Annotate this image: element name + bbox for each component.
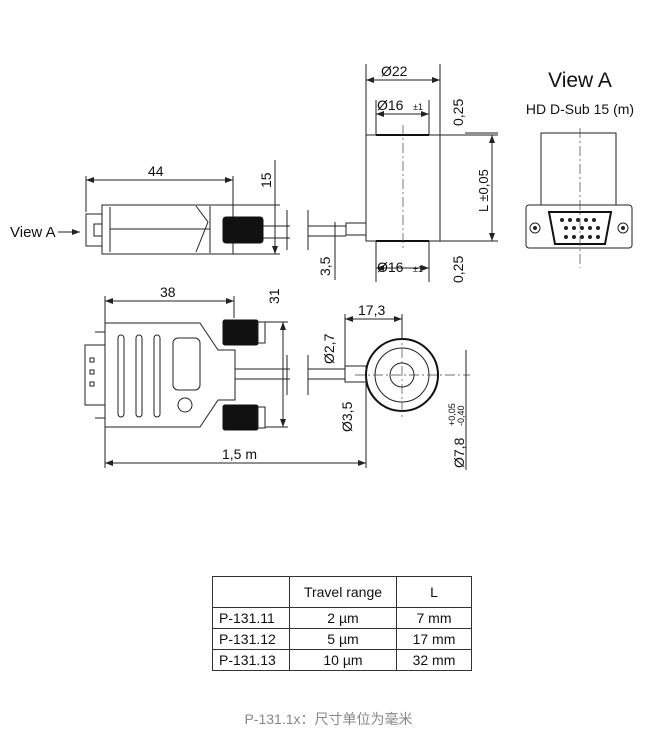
dim-cable-length: 1,5 m	[222, 446, 257, 462]
dim-3-5: 3,5	[317, 256, 333, 276]
dim-end-top: Ø16	[377, 97, 404, 113]
dsub-shell	[547, 211, 613, 245]
table-header: Travel range	[289, 576, 397, 608]
dsub-flange	[525, 204, 633, 249]
dim-gap-top: 0,25	[450, 99, 466, 126]
dim-end-bottom: Ø16	[377, 259, 404, 275]
table-cell: P-131.11	[212, 607, 290, 629]
dim-end-bottom-tol: ±1	[413, 264, 423, 274]
view-a-subtitle: HD D-Sub 15 (m)	[526, 101, 634, 117]
dim-44: 44	[148, 163, 164, 179]
dim-tube-dia: Ø3,5	[339, 401, 355, 432]
dim-31: 31	[266, 288, 282, 304]
dim-17-3: 17,3	[358, 302, 385, 318]
table-cell: 17 mm	[396, 628, 472, 650]
table-header: L	[396, 576, 472, 608]
table-header-row: Travel range L	[212, 576, 472, 608]
table-cell: P-131.13	[212, 649, 290, 671]
dim-bore: Ø7,8	[451, 437, 467, 468]
dim-38: 38	[160, 284, 176, 300]
dim-outer-diameter: Ø22	[381, 63, 408, 79]
dim-bore-tol-minus: -0,40	[456, 405, 466, 426]
dim-cable-dia: Ø2,7	[321, 333, 337, 364]
dim-bore-tol-plus: +0,05	[447, 403, 457, 426]
table-cell: 7 mm	[396, 607, 472, 629]
cable-gland	[222, 216, 264, 244]
dim-gap-bottom: 0,25	[450, 256, 466, 283]
dim-15: 15	[258, 172, 274, 188]
top-view: 38 31 17,3 Ø2,7 Ø3,5	[84, 284, 470, 470]
table-cell: 2 µm	[289, 607, 397, 629]
screw-icon	[177, 397, 193, 413]
table-cell: 32 mm	[396, 649, 472, 671]
view-a-title: View A	[548, 69, 612, 92]
table-row: P-131.11 2 µm 7 mm	[212, 607, 472, 629]
view-a: View A HD D-Sub 15 (m)	[525, 69, 634, 268]
table-cell: 10 µm	[289, 649, 397, 671]
table-row: P-131.13 10 µm 32 mm	[212, 649, 472, 671]
actuator-view: Ø22 Ø16 ±1 Ø16 ±1 0,25 0,25 L ±0,05	[307, 63, 498, 283]
table-cell: 5 µm	[289, 628, 397, 650]
connector-housing	[104, 322, 236, 428]
caption: P-131.1x：尺寸单位为毫米	[244, 711, 413, 727]
table-header	[212, 576, 290, 608]
variants-table: Travel range L P-131.11 2 µm 7 mm P-131.…	[212, 576, 472, 671]
side-view: View A 44 15 3,5	[10, 160, 336, 280]
table-cell: P-131.12	[212, 628, 290, 650]
dim-end-top-tol: ±1	[413, 102, 423, 112]
dim-length-l: L ±0,05	[476, 169, 491, 212]
view-a-label: View A	[10, 224, 56, 241]
table-row: P-131.12 5 µm 17 mm	[212, 628, 472, 650]
